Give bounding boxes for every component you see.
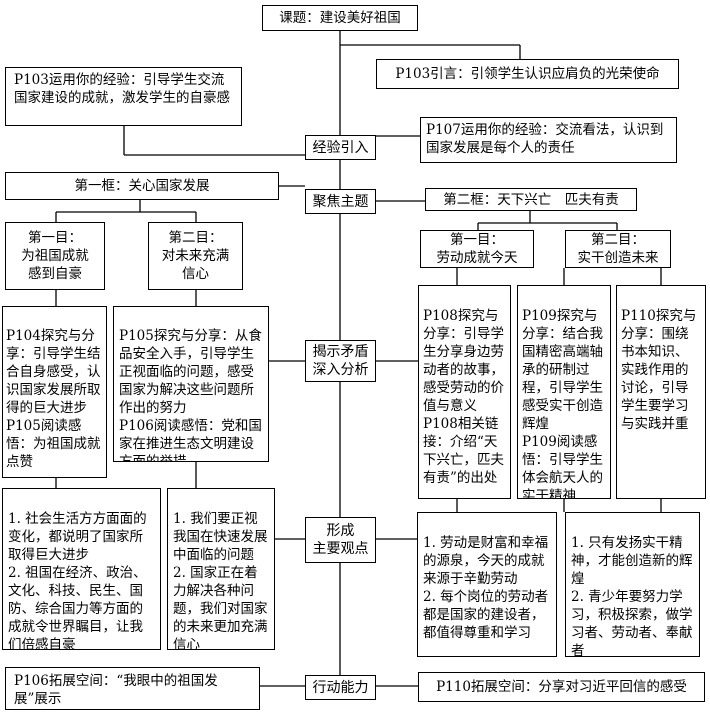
frame2-item1-view-box: 1. 劳动是财富和幸福的源泉，今天的成就来源于辛勤劳动 2. 每个岗位的劳动者都… <box>417 512 557 657</box>
frame2-item2-view-box: 1. 只有发扬实干精神，才能创造新的辉煌 2. 青少年要努力学习，积极探索，做学… <box>565 512 700 657</box>
spine-focus: 聚焦主题 <box>312 193 369 210</box>
intro-left-text: P103运用你的经验：引导学生交流国家建设的成就，激发学生的自豪感 <box>14 72 230 106</box>
frame2-item1-heading: 第一目： 劳动成就今天 <box>436 232 518 266</box>
spine-reveal-box: 揭示矛盾 深入分析 <box>305 340 376 382</box>
frame2-item1-detail2-box: P109探究与分享：结合我国精密高端轴承的研制过程，引导学生感受实干创造辉煌 P… <box>517 285 611 499</box>
frame1-item2-view-box: 1. 我们要正视我国在快速发展中面临的问题 2. 国家正在着力解决各种问题，我们… <box>167 488 275 650</box>
frame2-item1-heading-box: 第一目： 劳动成就今天 <box>420 230 534 268</box>
frame2-item2-detail: P110探究与分享：围绕书本知识、实践作用的讨论，引导学生要学习与实践并重 <box>621 308 697 432</box>
intro-right2-box: P107运用你的经验：交流看法，认识到国家发展是每个人的责任 <box>420 117 677 163</box>
frame2-action: P110拓展空间：分享对习近平回信的感受 <box>436 679 687 695</box>
lesson-title: 课题：建设美好祖国 <box>279 10 401 26</box>
frame2-item2-detail-box: P110探究与分享：围绕书本知识、实践作用的讨论，引导学生要学习与实践并重 <box>616 285 706 499</box>
frame1-item1-detail: P104探究与分享：引导学生结合自身感受，认识国家发展所取得的巨大进步 P105… <box>6 328 101 470</box>
spine-experience-box: 经验引入 <box>305 135 376 160</box>
frame1-item2-detail: P105探究与分享：从食品安全入手，引导学生正视面临的问题，感受国家为解决这些问… <box>119 328 262 462</box>
spine-reveal: 揭示矛盾 深入分析 <box>312 344 369 378</box>
intro-left-box: P103运用你的经验：引导学生交流国家建设的成就，激发学生的自豪感 <box>5 67 242 126</box>
frame1-item1-detail-box: P104探究与分享：引导学生结合自身感受，认识国家发展所取得的巨大进步 P105… <box>2 306 107 478</box>
frame1-title-box: 第一框：关心国家发展 <box>5 172 279 200</box>
frame1-item1-view: 1. 社会生活方方面面的变化，都说明了国家所取得巨大进步 2. 祖国在经济、政治… <box>8 511 147 650</box>
frame2-title: 第二框：天下兴亡 匹夫有责 <box>443 191 619 208</box>
lesson-title-box: 课题：建设美好祖国 <box>262 5 418 31</box>
frame2-action-box: P110拓展空间：分享对习近平回信的感受 <box>418 672 705 702</box>
intro-right-text: P103引言：引领学生认识应肩负的光荣使命 <box>395 66 660 82</box>
frame1-item2-heading-box: 第二目： 对未来充满 信心 <box>148 222 243 290</box>
frame2-item1-detail1-box: P108探究与分享：引导学生分享身边劳动者的故事，感受劳动的价值与意义 P108… <box>418 285 511 499</box>
frame1-title: 第一框：关心国家发展 <box>74 178 210 194</box>
frame2-item2-view: 1. 只有发扬实干精神，才能创造新的辉煌 2. 青少年要努力学习，积极探索，做学… <box>571 535 693 657</box>
frame2-item1-detail2: P109探究与分享：结合我国精密高端轴承的研制过程，引导学生感受实干创造辉煌 P… <box>522 308 603 499</box>
intro-right-box: P103引言：引领学生认识应肩负的光荣使命 <box>376 59 679 89</box>
spine-action-box: 行动能力 <box>305 675 376 700</box>
frame2-item1-detail1: P108探究与分享：引导学生分享身边劳动者的故事，感受劳动的价值与意义 P108… <box>423 308 504 486</box>
frame1-item2-view: 1. 我们要正视我国在快速发展中面临的问题 2. 国家正在着力解决各种问题，我们… <box>173 511 268 650</box>
frame1-item1-heading-box: 第一目： 为祖国成就 感到自豪 <box>5 222 105 290</box>
spine-focus-box: 聚焦主题 <box>305 189 376 214</box>
frame1-item2-detail-box: P105探究与分享：从食品安全入手，引导学生正视面临的问题，感受国家为解决这些问… <box>113 306 269 462</box>
frame2-title-box: 第二框：天下兴亡 匹夫有责 <box>425 188 637 211</box>
frame1-action: P106拓展空间：“我眼中的祖国发展”展示 <box>14 673 218 707</box>
spine-views: 形成 主要观点 <box>312 523 369 557</box>
intro-right2-text: P107运用你的经验：交流看法，认识到国家发展是每个人的责任 <box>426 122 664 156</box>
frame2-item1-view: 1. 劳动是财富和幸福的源泉，今天的成就来源于辛勤劳动 2. 每个岗位的劳动者都… <box>423 535 549 641</box>
spine-views-box: 形成 主要观点 <box>305 517 376 563</box>
spine-experience: 经验引入 <box>312 139 369 156</box>
frame2-item2-heading: 第二目： 实干创造未来 <box>577 232 659 266</box>
frame1-item1-heading: 第一目： 为祖国成就 感到自豪 <box>21 230 89 282</box>
frame1-item1-view-box: 1. 社会生活方方面面的变化，都说明了国家所取得巨大进步 2. 祖国在经济、政治… <box>2 488 161 650</box>
spine-action: 行动能力 <box>312 679 369 696</box>
frame1-item2-heading: 第二目： 对未来充满 信心 <box>161 230 230 282</box>
frame2-item2-heading-box: 第二目： 实干创造未来 <box>565 230 671 268</box>
frame1-action-box: P106拓展空间：“我眼中的祖国发展”展示 <box>5 667 260 710</box>
